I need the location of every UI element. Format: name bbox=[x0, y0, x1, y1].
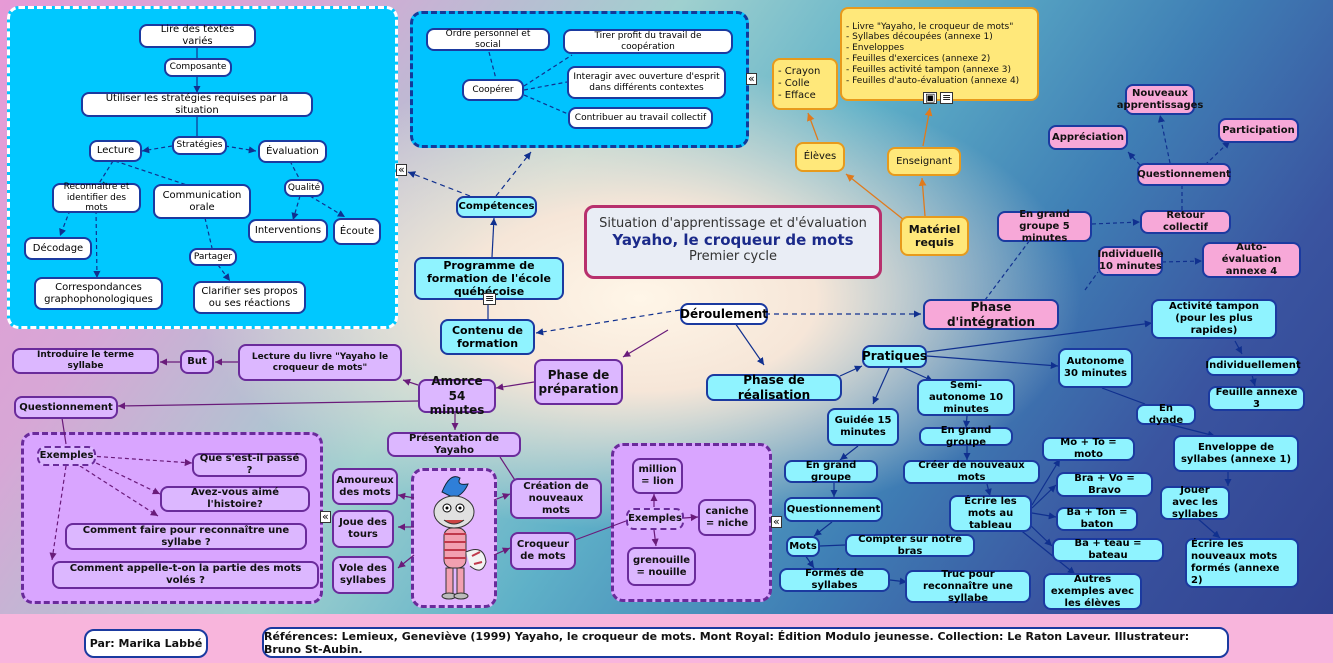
communication-orale-node: Communication orale bbox=[153, 184, 251, 219]
lecture-node: Lecture bbox=[89, 140, 142, 162]
evaluation-node: Évaluation bbox=[258, 140, 327, 163]
activite-tampon-node: Activité tampon (pour les plus rapides) bbox=[1151, 299, 1277, 339]
autonome-node: Autonome 30 minutes bbox=[1058, 348, 1133, 388]
creation-mots-node: Création de nouveaux mots bbox=[510, 478, 602, 519]
individuellement-node: Individuellement bbox=[1205, 356, 1301, 376]
tirer-profit-node: Tirer profit du travail de coopération bbox=[563, 29, 733, 54]
document-icon[interactable]: ≡ bbox=[940, 91, 954, 104]
lecture-livre-node: Lecture du livre "Yayaho le croqueur de … bbox=[238, 344, 402, 381]
nouveaux-apprentissages-node: Nouveaux apprentissages bbox=[1117, 84, 1203, 115]
amoureux-node: Amoureux des mots bbox=[332, 468, 398, 505]
autoevaluation-node: Auto-évaluation annexe 4 bbox=[1202, 242, 1301, 278]
clarifier-node: Clarifier ses propos ou ses réactions bbox=[193, 281, 306, 314]
competences-node: Compétences bbox=[456, 196, 537, 218]
million-lion-node: million = lion bbox=[632, 458, 683, 494]
ecrire-nouveaux-node: Écrire les nouveaux mots formés (annexe … bbox=[1185, 538, 1299, 588]
mo-to-node: Mo + To = moto bbox=[1042, 437, 1135, 461]
question-mots-voles-node: Comment appelle-t-on la partie des mots … bbox=[52, 561, 319, 589]
title-line2: Yayaho, le croqueur de mots bbox=[612, 231, 854, 249]
but-node: But bbox=[180, 350, 214, 374]
deroulement-node: Déroulement bbox=[680, 303, 768, 325]
yayaho-character-illustration bbox=[433, 476, 487, 600]
contenu-formation-node: Contenu de formation bbox=[440, 319, 535, 355]
feuille-annexe3-node: Feuille annexe 3 bbox=[1208, 386, 1305, 411]
vole-syllabes-node: Vole des syllabes bbox=[332, 556, 394, 594]
cooperer-node: Coopérer bbox=[462, 79, 524, 101]
formes-syllabes-node: Formés de syllabes bbox=[779, 568, 890, 592]
grand-groupe-guidee-node: En grand groupe bbox=[784, 460, 878, 483]
grand-groupe-semi-node: En grand groupe bbox=[919, 425, 1013, 448]
jouer-syllabes-node: Jouer avec les syllabes bbox=[1160, 485, 1230, 520]
phase-integration-node: Phase d'intégration bbox=[923, 299, 1059, 330]
truc-syllabe-node: Truc pour reconnaître une syllabe bbox=[905, 569, 1031, 604]
strategies-node: Stratégies bbox=[172, 136, 227, 155]
appreciation-node: Appréciation bbox=[1048, 125, 1128, 150]
croqueur-mots-node: Croqueur de mots bbox=[510, 532, 576, 570]
map-title: Situation d'apprentissage et d'évaluatio… bbox=[584, 205, 882, 279]
guidee-node: Guidée 15 minutes bbox=[827, 408, 899, 446]
interventions-node: Interventions bbox=[248, 219, 328, 243]
collapse-icon[interactable]: « bbox=[320, 510, 331, 523]
contribuer-node: Contribuer au travail collectif bbox=[568, 107, 713, 129]
questionnement-guidee-node: Questionnement bbox=[784, 497, 883, 522]
eleves-node: Élèves bbox=[795, 142, 845, 172]
collapse-icon[interactable]: « bbox=[396, 163, 407, 176]
grenouille-nouille-node: grenouille = nouille bbox=[627, 547, 696, 586]
amorce-node: Amorce 54 minutes bbox=[418, 374, 496, 417]
collapse-icon[interactable]: « bbox=[771, 515, 782, 528]
decodage-node: Décodage bbox=[24, 237, 92, 260]
presentation-yayaho-node: Présentation de Yayaho bbox=[387, 432, 521, 457]
document-icon[interactable]: ≡ bbox=[483, 292, 497, 305]
questionnement-amorce-node: Questionnement bbox=[14, 396, 118, 419]
partager-node: Partager bbox=[189, 248, 237, 266]
exemples-mots-node: Exemples bbox=[626, 508, 684, 530]
title-line1: Situation d'apprentissage et d'évaluatio… bbox=[599, 216, 867, 231]
pratiques-node: Pratiques bbox=[862, 345, 927, 368]
reconnaitre-node: Reconnaître et identifier des mots bbox=[52, 182, 141, 213]
image-icon[interactable]: ▣ bbox=[923, 91, 938, 104]
qualite-node: Qualité bbox=[284, 179, 324, 197]
crayon-list-node: - Crayon - Colle - Efface bbox=[772, 58, 838, 110]
utiliser-strategies-node: Utiliser les stratégies requises par la … bbox=[81, 92, 313, 117]
interagir-node: Interagir avec ouverture d'esprit dans d… bbox=[567, 66, 726, 99]
retour-collectif-node: Retour collectif bbox=[1140, 210, 1231, 234]
correspondances-node: Correspondances graphophonologiques bbox=[34, 277, 163, 310]
question-aime-node: Avez-vous aimé l'histoire? bbox=[160, 486, 310, 512]
author-credit: Par: Marika Labbé bbox=[84, 629, 208, 658]
bra-vo-node: Bra + Vo = Bravo bbox=[1056, 472, 1153, 497]
compter-bras-node: Compter sur notre bras bbox=[845, 534, 975, 557]
joue-tours-node: Joue des tours bbox=[332, 510, 394, 548]
ecoute-node: Écoute bbox=[333, 218, 381, 245]
collapse-icon[interactable]: « bbox=[746, 72, 757, 85]
participation-node: Participation bbox=[1218, 118, 1299, 143]
creer-mots-node: Créer de nouveaux mots bbox=[903, 460, 1040, 484]
references-credit: Références: Lemieux, Geneviève (1999) Ya… bbox=[262, 627, 1229, 658]
question-reconnaitre-node: Comment faire pour reconnaître une sylla… bbox=[65, 523, 307, 550]
mots-node: Mots bbox=[786, 536, 820, 557]
caniche-niche-node: caniche = niche bbox=[698, 499, 756, 536]
semi-autonome-node: Semi-autonome 10 minutes bbox=[917, 379, 1015, 416]
phase-realisation-node: Phase de réalisation bbox=[706, 373, 842, 402]
introduire-syllabe-node: Introduire le terme syllabe bbox=[12, 348, 159, 374]
phase-preparation-node: Phase de préparation bbox=[534, 359, 623, 405]
ba-ton-node: Ba + Ton = baton bbox=[1056, 507, 1138, 531]
question-passe-node: Que s'est-il passé ? bbox=[192, 453, 307, 477]
ba-teau-node: Ba + teau = bateau bbox=[1052, 538, 1164, 562]
materiel-requis-node: Matériel requis bbox=[900, 216, 969, 256]
enseignant-node: Enseignant bbox=[887, 147, 961, 176]
questionnement-integration-node: Questionnement bbox=[1137, 163, 1231, 186]
title-line3: Premier cycle bbox=[688, 249, 778, 264]
autres-exemples-node: Autres exemples avec les élèves bbox=[1043, 573, 1142, 610]
individuelle-10min-node: Individuelle 10 minutes bbox=[1097, 246, 1164, 276]
ecrire-tableau-node: Écrire les mots au tableau bbox=[949, 495, 1032, 532]
composante-node: Composante bbox=[164, 58, 232, 77]
lire-textes-node: Lire des textes variés bbox=[139, 24, 256, 48]
en-dyade-node: En dyade bbox=[1136, 403, 1196, 426]
livre-list-node: - Livre "Yayaho, le croqueur de mots" - … bbox=[840, 7, 1039, 101]
grand-groupe-5min-node: En grand groupe 5 minutes bbox=[997, 209, 1092, 244]
enveloppe-node: Enveloppe de syllabes (annexe 1) bbox=[1173, 435, 1299, 472]
ordre-personnel-node: Ordre personnel et social bbox=[426, 28, 550, 51]
exemples-questions-node: Exemples bbox=[37, 446, 96, 466]
